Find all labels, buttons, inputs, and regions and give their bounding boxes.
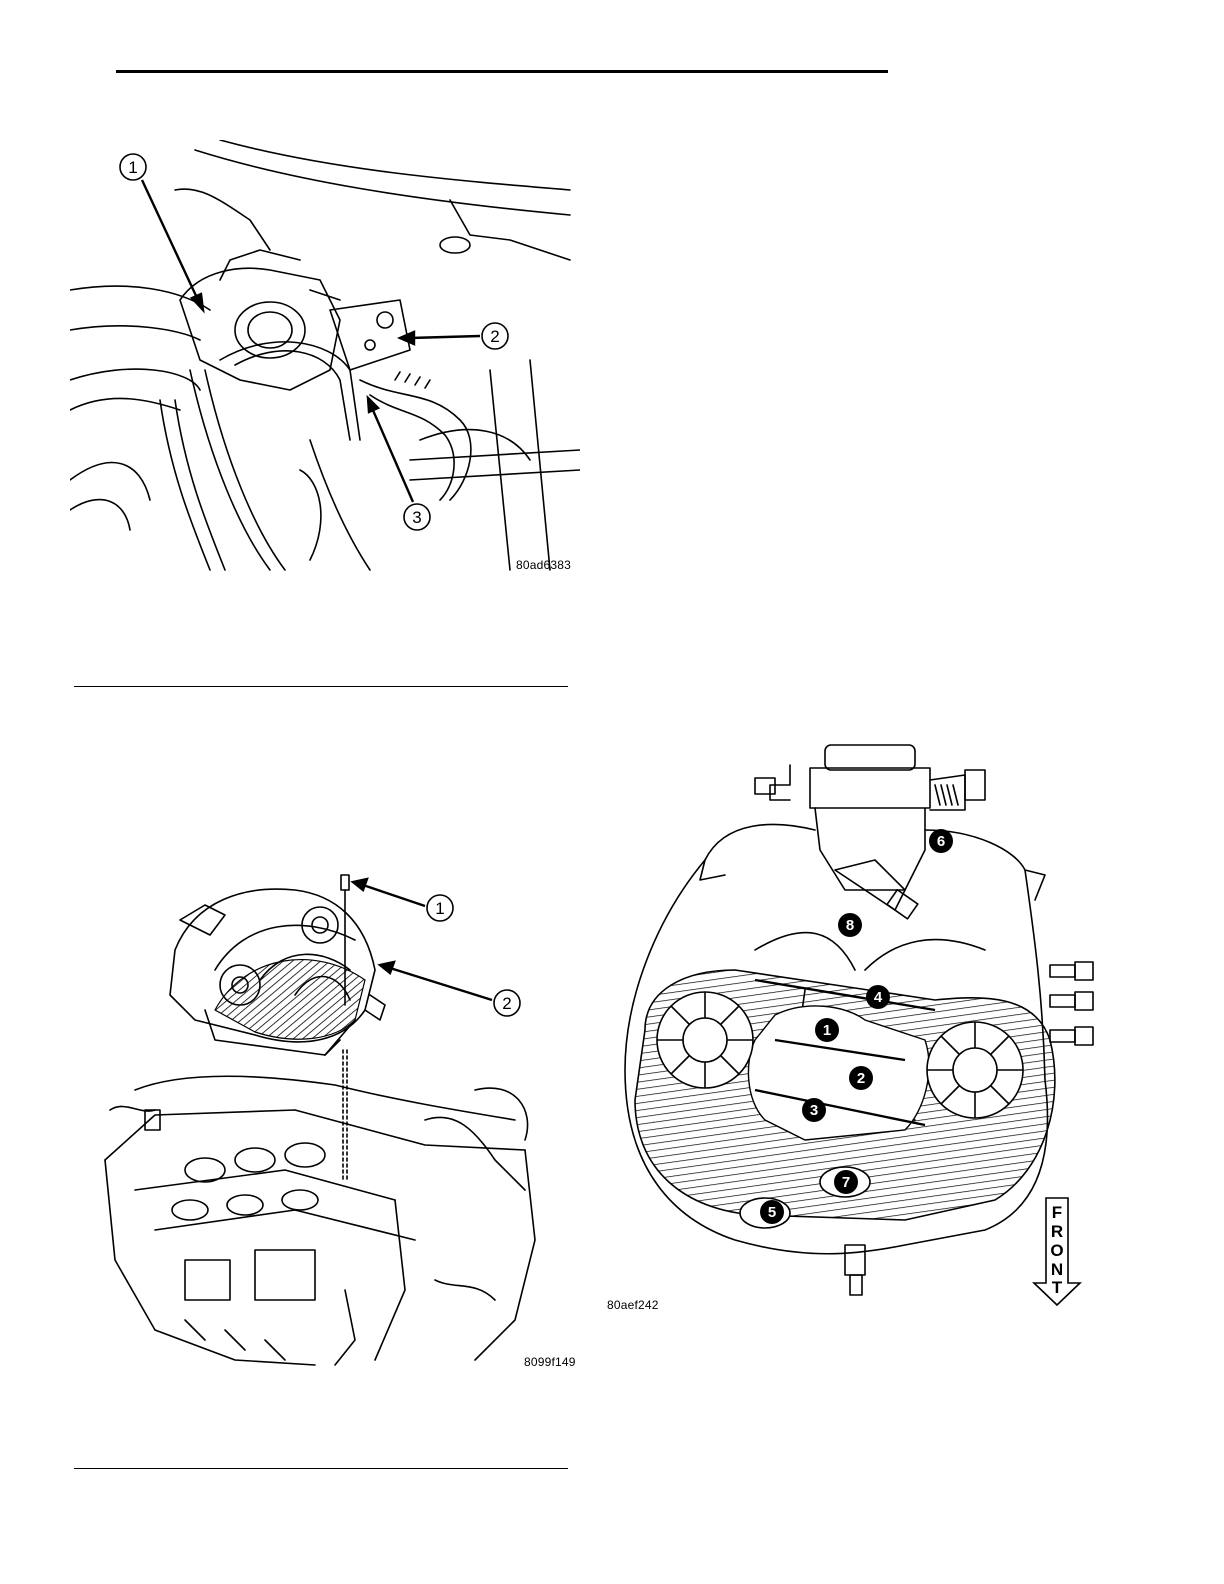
figure-1-callout-1: 1 [128,158,137,177]
header-rule [116,70,888,73]
figure-throttle-body-harness: 1 2 3 [70,140,580,580]
figure-2-callout-2: 2 [502,994,511,1013]
figure-2-code: 8099f149 [524,1355,576,1369]
figure-3-callout-6: 6 [937,833,945,850]
figure-1-rule [74,686,568,687]
figure-3-callout-5: 5 [768,1204,776,1221]
figure-3-callout-3: 3 [810,1102,818,1119]
figure-3-illustration: 1 2 3 4 5 6 7 8 F R O N T [605,740,1125,1315]
figure-1-callout-3: 3 [412,508,421,527]
figure-2-rule [74,1468,568,1469]
front-letter-n: N [1051,1260,1063,1279]
figure-1-code: 80ad6383 [516,558,571,572]
figure-3-callout-4: 4 [874,989,883,1006]
figure-upper-intake-removal: 1 2 [95,860,585,1375]
front-letter-t: T [1052,1278,1063,1297]
figure-1-callout-2: 2 [490,327,499,346]
figure-3-callout-2: 2 [857,1070,865,1087]
figure-2-illustration: 1 2 [95,860,585,1375]
front-letter-r: R [1051,1222,1063,1241]
figure-3-callout-1: 1 [823,1022,831,1039]
figure-1-illustration: 1 2 3 [70,140,580,580]
front-letter-o: O [1050,1241,1063,1260]
figure-3-callout-7: 7 [842,1174,850,1191]
figure-tightening-sequence: 1 2 3 4 5 6 7 8 F R O N T [605,740,1125,1315]
front-letter-f: F [1052,1203,1062,1222]
figure-3-code: 80aef242 [607,1298,659,1312]
figure-2-callout-1: 1 [435,899,444,918]
figure-3-callout-8: 8 [846,917,854,934]
